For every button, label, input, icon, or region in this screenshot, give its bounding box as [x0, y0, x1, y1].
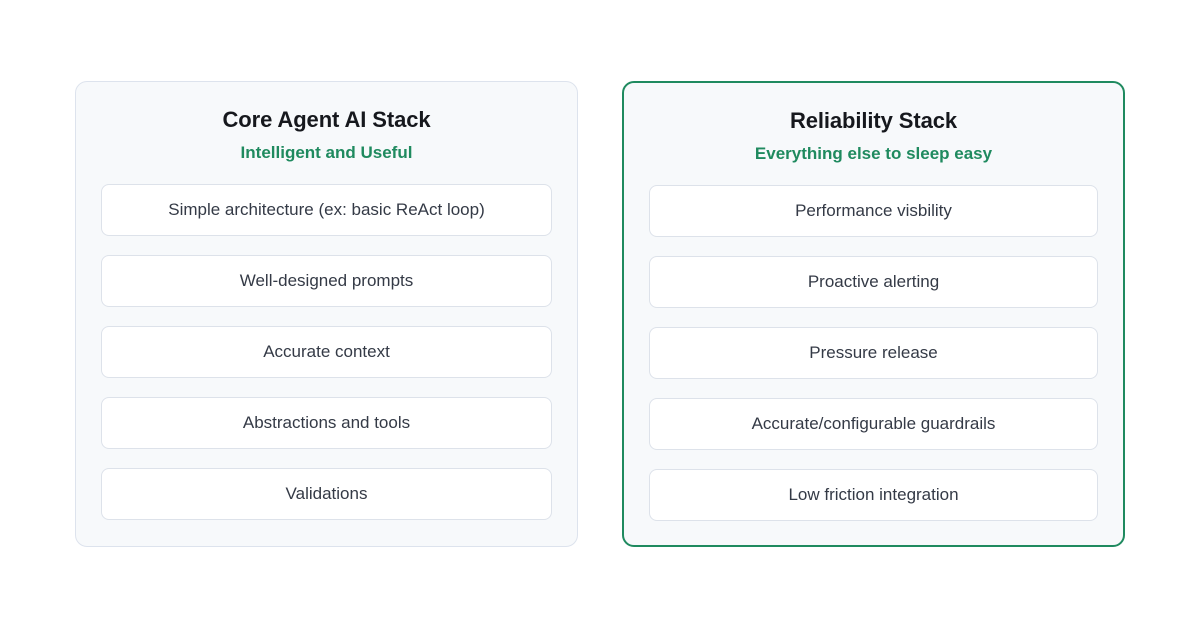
- panel-core-agent-ai-stack: Core Agent AI Stack Intelligent and Usef…: [75, 81, 578, 547]
- list-item[interactable]: Simple architecture (ex: basic ReAct loo…: [101, 184, 552, 236]
- panel-title: Reliability Stack: [789, 108, 958, 133]
- panel-reliability-stack: Reliability Stack Everything else to sle…: [622, 81, 1125, 547]
- list-item[interactable]: Validations: [101, 468, 552, 520]
- list-item[interactable]: Well-designed prompts: [101, 255, 552, 307]
- list-item[interactable]: Accurate context: [101, 326, 552, 378]
- list-item-label: Validations: [285, 484, 368, 503]
- list-item-label: Accurate context: [263, 342, 390, 361]
- list-item-label: Well-designed prompts: [239, 271, 414, 290]
- panel-subtitle: Everything else to sleep easy: [754, 144, 993, 163]
- panel-item-list: Performance visbility Proactive alerting…: [649, 185, 1098, 521]
- list-item[interactable]: Low friction integration: [649, 469, 1098, 521]
- list-item-label: Performance visbility: [795, 201, 952, 220]
- list-item-label: Low friction integration: [788, 485, 959, 504]
- stack-comparison: Core Agent AI Stack Intelligent and Usef…: [75, 81, 1125, 547]
- list-item[interactable]: Proactive alerting: [649, 256, 1098, 308]
- list-item-label: Accurate/configurable guardrails: [751, 414, 996, 433]
- panel-subtitle: Intelligent and Useful: [240, 143, 413, 162]
- panel-item-list: Simple architecture (ex: basic ReAct loo…: [101, 184, 552, 520]
- list-item[interactable]: Performance visbility: [649, 185, 1098, 237]
- list-item-label: Abstractions and tools: [242, 413, 411, 432]
- list-item-label: Simple architecture (ex: basic ReAct loo…: [168, 200, 485, 219]
- list-item[interactable]: Abstractions and tools: [101, 397, 552, 449]
- panel-title: Core Agent AI Stack: [222, 107, 431, 132]
- list-item-label: Pressure release: [809, 343, 938, 362]
- panel-header: Reliability Stack Everything else to sle…: [649, 107, 1098, 165]
- panel-header: Core Agent AI Stack Intelligent and Usef…: [101, 106, 552, 164]
- list-item-label: Proactive alerting: [807, 272, 940, 291]
- list-item[interactable]: Accurate/configurable guardrails: [649, 398, 1098, 450]
- list-item[interactable]: Pressure release: [649, 327, 1098, 379]
